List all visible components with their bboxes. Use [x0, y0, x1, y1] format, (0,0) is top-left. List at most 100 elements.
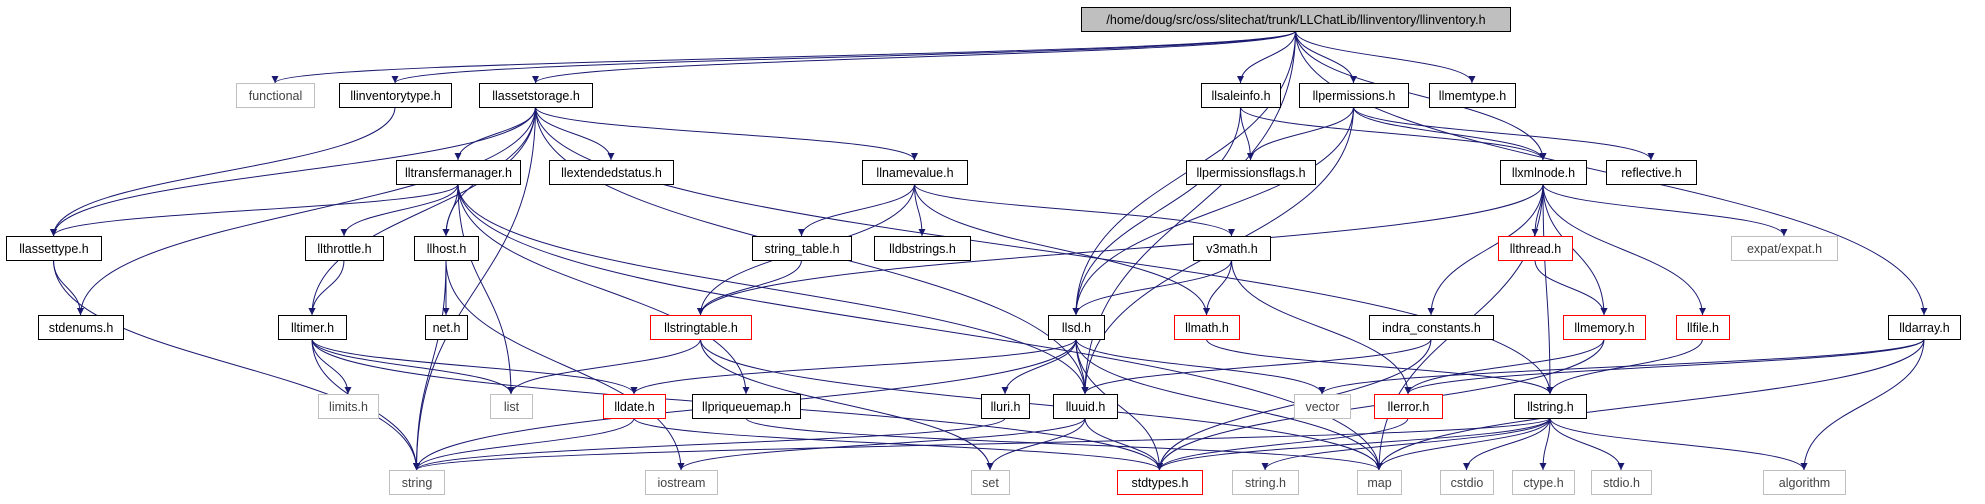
node-llsd[interactable]: llsd.h [1048, 315, 1105, 340]
edge-llsd-to-lluri [1001, 338, 1077, 395]
edge-llassetstorage-to-llassettype [50, 106, 536, 237]
node-llstringtable[interactable]: llstringtable.h [650, 315, 752, 340]
node-vector: vector [1294, 394, 1351, 419]
node-box-root [1081, 7, 1511, 32]
node-box-lldarray [1888, 315, 1961, 340]
node-box-lltimer [278, 315, 347, 340]
edge-lldarray-to-algorithm [1800, 338, 1925, 471]
node-label-map: map [1367, 476, 1391, 490]
node-iostream: iostream [645, 470, 718, 495]
node-lldbstrings[interactable]: lldbstrings.h [874, 236, 971, 261]
edge-lltransfermanager-to-llassettype [50, 183, 459, 237]
node-box-reflective [1606, 160, 1697, 185]
node-label-llstring: llstring.h [1527, 400, 1574, 414]
node-label-ctype: ctype.h [1523, 476, 1563, 490]
node-llfile[interactable]: llfile.h [1676, 315, 1730, 340]
node-llsaleinfo[interactable]: llsaleinfo.h [1201, 83, 1281, 108]
node-lltimer[interactable]: lltimer.h [278, 315, 347, 340]
node-stdio: stdio.h [1591, 470, 1652, 495]
node-llmemtype[interactable]: llmemtype.h [1429, 83, 1516, 108]
node-box-llpermissions [1299, 83, 1409, 108]
node-functional: functional [236, 83, 315, 108]
node-llextendedstatus[interactable]: llextendedstatus.h [549, 160, 674, 185]
node-box-stringh [1232, 470, 1299, 495]
node-label-stdenums: stdenums.h [49, 321, 114, 335]
node-label-llerror: llerror.h [1388, 400, 1430, 414]
node-box-functional [236, 83, 315, 108]
node-llmath[interactable]: llmath.h [1174, 315, 1240, 340]
node-label-stdio: stdio.h [1603, 476, 1640, 490]
node-llhost[interactable]: llhost.h [414, 236, 479, 261]
node-box-llsaleinfo [1201, 83, 1281, 108]
node-root[interactable]: /home/doug/src/oss/slitechat/trunk/LLCha… [1081, 7, 1511, 32]
node-box-stdtypes [1117, 470, 1203, 495]
node-box-llxmlnode [1500, 160, 1587, 185]
node-nethdr[interactable]: net.h [425, 315, 468, 340]
edge-llassetstorage-to-lltimer [308, 106, 536, 316]
node-llstring[interactable]: llstring.h [1514, 394, 1587, 419]
edge-lltimer-to-lldate [311, 338, 638, 395]
edge-lluuid-to-iostream [677, 417, 1086, 471]
edge-lldarray-to-llerror [1404, 338, 1925, 395]
node-map: map [1357, 470, 1402, 495]
node-lltransfermanager[interactable]: lltransfermanager.h [396, 160, 521, 185]
edge-llassetstorage-to-string [413, 106, 536, 471]
node-label-llthread: llthread.h [1510, 242, 1561, 256]
node-llpriqueuemap[interactable]: llpriqueuemap.h [692, 394, 801, 419]
edge-llstring-to-stdtypes [1156, 417, 1551, 471]
node-label-indra_constants: indra_constants.h [1382, 321, 1481, 335]
edge-v3math-to-llmath [1203, 259, 1232, 316]
node-llpermissionsflags[interactable]: llpermissionsflags.h [1186, 160, 1316, 185]
node-llthrottle[interactable]: llthrottle.h [305, 236, 384, 261]
edge-root-to-llxmlnode [1295, 30, 1547, 161]
node-label-llmemtype: llmemtype.h [1439, 89, 1506, 103]
node-lluuid[interactable]: lluuid.h [1053, 394, 1118, 419]
edge-string_table-to-llstringtable [697, 259, 802, 316]
node-box-vector [1294, 394, 1351, 419]
edge-llstring-to-algorithm [1549, 417, 1808, 471]
node-box-llthrottle [305, 236, 384, 261]
node-label-lldate: lldate.h [614, 400, 654, 414]
node-string: string [389, 470, 445, 495]
node-box-llmath [1174, 315, 1240, 340]
edge-llstring-to-stringh [1261, 417, 1551, 471]
node-llerror[interactable]: llerror.h [1374, 394, 1443, 419]
node-box-set [971, 470, 1010, 495]
node-box-list [490, 394, 533, 419]
node-indra_constants[interactable]: indra_constants.h [1369, 315, 1494, 340]
node-llmemory[interactable]: llmemory.h [1563, 315, 1646, 340]
node-box-stdio [1591, 470, 1652, 495]
node-llpermissions[interactable]: llpermissions.h [1299, 83, 1409, 108]
node-stdenums[interactable]: stdenums.h [38, 315, 124, 340]
node-label-cstdio: cstdio [1451, 476, 1484, 490]
edge-v3math-to-llsd [1072, 259, 1232, 316]
node-label-llsd: llsd.h [1062, 321, 1091, 335]
edge-root-to-functional [271, 30, 1296, 84]
node-llnamevalue[interactable]: llnamevalue.h [862, 160, 968, 185]
node-reflective[interactable]: reflective.h [1606, 160, 1697, 185]
node-lluri[interactable]: lluri.h [981, 394, 1030, 419]
edge-llstring-to-cstdio [1463, 417, 1551, 471]
node-label-reflective: reflective.h [1621, 166, 1681, 180]
node-label-llinventorytype: llinventorytype.h [350, 89, 440, 103]
node-string_table[interactable]: string_table.h [752, 236, 852, 261]
node-llxmlnode[interactable]: llxmlnode.h [1500, 160, 1587, 185]
node-stdtypes[interactable]: stdtypes.h [1117, 470, 1203, 495]
node-box-llstring [1514, 394, 1587, 419]
node-lldate[interactable]: lldate.h [603, 394, 666, 419]
node-lldarray[interactable]: lldarray.h [1888, 315, 1961, 340]
node-label-llfile: llfile.h [1687, 321, 1719, 335]
node-v3math[interactable]: v3math.h [1193, 236, 1271, 261]
node-llinventorytype[interactable]: llinventorytype.h [339, 83, 452, 108]
edge-lltransfermanager-to-llhost [442, 183, 459, 237]
node-llassettype[interactable]: llassettype.h [6, 236, 102, 261]
edge-llhost-to-string [413, 259, 447, 471]
node-box-llthread [1498, 236, 1573, 261]
node-llassetstorage[interactable]: llassetstorage.h [479, 83, 593, 108]
node-cstdio: cstdio [1440, 470, 1494, 495]
node-box-v3math [1193, 236, 1271, 261]
edge-llpermissions-to-reflective [1353, 106, 1655, 161]
node-llthread[interactable]: llthread.h [1498, 236, 1573, 261]
edge-llstringtable-to-map [700, 338, 1383, 471]
